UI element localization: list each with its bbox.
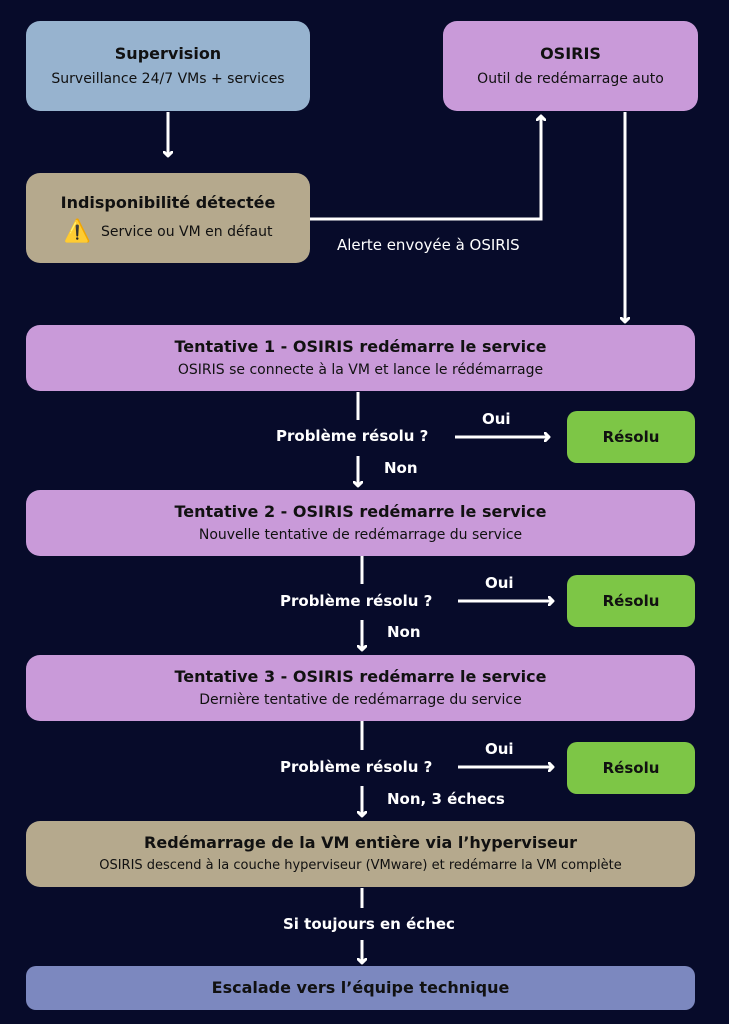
attempt-2-subtitle: Nouvelle tentative de redémarrage du ser… [198, 527, 523, 543]
vm-restart-subtitle: OSIRIS descend à la couche hyperviseur (… [99, 858, 622, 873]
attempt-2-yes-label: Oui [485, 574, 514, 592]
vm-restart-title: Redémarrage de la VM entière via l’hyper… [144, 833, 577, 852]
attempt-3-resolved-box: Résolu [567, 742, 695, 794]
supervision-title: Supervision [114, 44, 222, 63]
attempt-3-no-label: Non, 3 échecs [387, 790, 505, 808]
attempt-2-resolved-box: Résolu [567, 575, 695, 627]
attempt-3-box: Tentative 3 - OSIRIS redémarre le servic… [26, 655, 695, 721]
attempt-2-box: Tentative 2 - OSIRIS redémarre le servic… [26, 490, 695, 556]
osiris-title: OSIRIS [540, 44, 601, 63]
supervision-subtitle: Surveillance 24/7 VMs + services [51, 71, 285, 87]
attempt-1-no-label: Non [384, 459, 418, 477]
attempt-3-question: Problème résolu ? [280, 758, 433, 776]
attempt-1-resolved-box: Résolu [567, 411, 695, 463]
attempt-2-resolved-label: Résolu [602, 592, 660, 610]
detection-subtitle: Service ou VM en défaut [100, 224, 273, 240]
osiris-subtitle: Outil de redémarrage auto [477, 71, 664, 87]
alert-label: Alerte envoyée à OSIRIS [337, 236, 520, 254]
supervision-box: Supervision Surveillance 24/7 VMs + serv… [26, 21, 310, 111]
arrow-detection-to-osiris [310, 116, 541, 221]
osiris-box: OSIRIS Outil de redémarrage auto [443, 21, 698, 111]
vm-restart-box: Redémarrage de la VM entière via l’hyper… [26, 821, 695, 887]
still-failing-label: Si toujours en échec [283, 915, 455, 933]
attempt-1-yes-label: Oui [482, 410, 511, 428]
detection-box: Indisponibilité détectée ⚠️ Service ou V… [26, 173, 310, 263]
attempt-3-yes-label: Oui [485, 740, 514, 758]
warning-icon: ⚠️ [63, 219, 91, 244]
attempt-1-question: Problème résolu ? [276, 427, 429, 445]
attempt-2-title: Tentative 2 - OSIRIS redémarre le servic… [174, 502, 547, 521]
attempt-1-resolved-label: Résolu [602, 428, 660, 446]
attempt-1-box: Tentative 1 - OSIRIS redémarre le servic… [26, 325, 695, 391]
detection-title: Indisponibilité détectée [60, 193, 276, 212]
attempt-1-title: Tentative 1 - OSIRIS redémarre le servic… [174, 337, 547, 356]
attempt-3-subtitle: Dernière tentative de redémarrage du ser… [199, 692, 522, 708]
escalation-box: Escalade vers l’équipe technique [26, 966, 695, 1010]
attempt-3-resolved-label: Résolu [602, 759, 660, 777]
attempt-2-no-label: Non [387, 623, 421, 641]
escalation-title: Escalade vers l’équipe technique [211, 978, 510, 997]
attempt-1-subtitle: OSIRIS se connecte à la VM et lance le r… [177, 362, 544, 378]
attempt-2-question: Problème résolu ? [280, 592, 433, 610]
attempt-3-title: Tentative 3 - OSIRIS redémarre le servic… [174, 667, 547, 686]
